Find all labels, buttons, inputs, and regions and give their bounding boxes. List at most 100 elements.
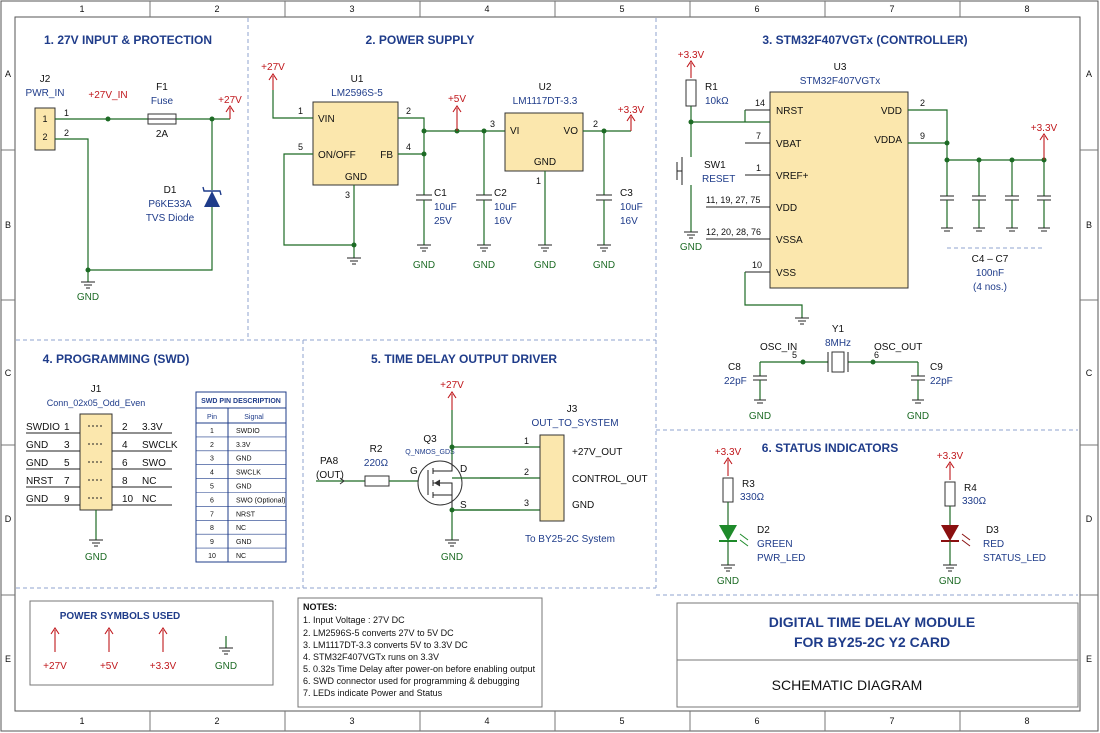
- drawing-frame: [14, 16, 1081, 712]
- section-title-swd: 4. PROGRAMMING (SWD): [43, 352, 190, 366]
- col-label: 4: [484, 4, 489, 14]
- power-symbol-3v3: +3.3V: [678, 50, 705, 78]
- swd-programming-circuit: J1 Conn_02x05_Odd_Even SWDIO 1 GND 3 GND…: [26, 384, 178, 563]
- j2-pin2-num: 2: [42, 132, 47, 142]
- swd-table-pin: 10: [208, 553, 216, 560]
- col-label: 7: [889, 4, 894, 14]
- j3-destination: To BY25-2C System: [525, 534, 615, 545]
- swd-table-pin: 1: [210, 428, 214, 435]
- c8-value: 22pF: [724, 376, 747, 387]
- f1-rating: 2A: [156, 129, 169, 140]
- power-symbol-27v: +27V: [218, 95, 242, 119]
- c9-value: 22pF: [930, 376, 953, 387]
- y1-value: 8MHz: [825, 338, 851, 349]
- note-item: 4. STM32F407VGTx runs on 3.3V: [303, 652, 439, 662]
- row-labels: A B C D E A B C D E: [5, 69, 1093, 664]
- j3-connector: [539, 434, 565, 522]
- rail-27v-label: +27V: [218, 95, 242, 106]
- u2-value: LM1117DT-3.3: [513, 96, 578, 107]
- u3-value: STM32F407VGTx: [800, 76, 881, 87]
- j2-pin1-label: 1: [64, 108, 69, 118]
- col-label: 5: [619, 716, 624, 726]
- u3-pin-name: NRST: [776, 106, 803, 117]
- j3-pin-name: +27V_OUT: [572, 447, 622, 458]
- swd-table-title: SWD PIN DESCRIPTION: [201, 398, 281, 405]
- d1-value: P6KE33A: [148, 199, 192, 210]
- j2-connector: [34, 107, 56, 151]
- j1-left-signal: GND: [26, 494, 48, 505]
- j1-value: Conn_02x05_Odd_Even: [47, 398, 146, 408]
- swd-table-signal: GND: [236, 484, 252, 491]
- col-label: 1: [79, 4, 84, 14]
- swd-table-signal: GND: [236, 539, 252, 546]
- u1-pin2: 2: [406, 106, 411, 116]
- gnd-label: GND: [77, 292, 99, 303]
- col-label: 2: [214, 4, 219, 14]
- swd-table-signal: NRST: [236, 511, 256, 518]
- u3-pin-name: VREF+: [776, 171, 809, 182]
- c8-ref: C8: [728, 362, 741, 373]
- j1-left-signal: NRST: [26, 476, 53, 487]
- title-subtitle: SCHEMATIC DIAGRAM: [772, 677, 923, 693]
- r4-value: 330Ω: [962, 496, 987, 507]
- swd-table-pin: 4: [210, 470, 214, 477]
- j2-value: PWR_IN: [26, 88, 65, 99]
- sw1-ref: SW1: [704, 160, 726, 171]
- title-line-1: DIGITAL TIME DELAY MODULE: [769, 614, 975, 630]
- swd-table-pin: 3: [210, 456, 214, 463]
- j1-ref: J1: [91, 384, 102, 395]
- r2-ref: R2: [370, 444, 383, 455]
- gnd-label: GND: [907, 411, 929, 422]
- note-item: 6. SWD connector used for programming & …: [303, 676, 520, 686]
- j3-value: OUT_TO_SYSTEM: [531, 418, 618, 429]
- u2-vi: VI: [510, 126, 519, 137]
- gnd-label: GND: [939, 576, 961, 587]
- j3-pin-num: 1: [524, 436, 529, 446]
- note-item: 3. LM1117DT-3.3 converts 5V to 3.3V DC: [303, 640, 468, 650]
- r3-ref: R3: [742, 479, 755, 490]
- d3-ref: D3: [986, 525, 999, 536]
- u3-pin-name: VSSA: [776, 235, 803, 246]
- rail-27v-label: +27V: [440, 380, 464, 391]
- y1-pin5: 5: [792, 350, 797, 360]
- col-label: 4: [484, 716, 489, 726]
- title-block: DIGITAL TIME DELAY MODULE FOR BY25-2C Y2…: [676, 602, 1079, 708]
- col-label: 8: [1024, 716, 1029, 726]
- gnd-label: GND: [441, 552, 463, 563]
- red-led-symbol: [941, 525, 971, 547]
- rail-27v-label: +27V: [261, 62, 285, 73]
- swd-table-header: Pin: [207, 414, 217, 421]
- col-label: 8: [1024, 4, 1029, 14]
- green-led-symbol: [719, 525, 749, 547]
- u1-onoff: ON/OFF: [318, 150, 356, 161]
- controller-circuit: +3.3V R1 10kΩ SW1 RESET GND U3 STM32F407…: [676, 50, 1058, 422]
- legend-gnd: GND: [215, 661, 237, 672]
- osc-out-label: OSC_OUT: [874, 342, 922, 353]
- col-label: 1: [79, 716, 84, 726]
- j1-right-pin: 6: [122, 458, 128, 469]
- power-symbol-3v3: +3.3V: [618, 105, 645, 131]
- note-item: 2. LM2596S-5 converts 27V to 5V DC: [303, 628, 454, 638]
- u3-pin-num: 12, 20, 28, 76: [706, 227, 761, 237]
- r4-resistor: [944, 481, 956, 507]
- u2-gnd: GND: [534, 157, 556, 168]
- swd-table-pin: 5: [210, 484, 214, 491]
- osc-in-label: OSC_IN: [760, 342, 797, 353]
- swd-table-pin: 2: [210, 442, 214, 449]
- j3-pin-num: 2: [524, 467, 529, 477]
- u1-value: LM2596S-5: [331, 88, 383, 99]
- pa8-dir: (OUT): [316, 470, 344, 481]
- row-label: C: [1086, 368, 1093, 378]
- r4-ref: R4: [964, 483, 977, 494]
- row-label: D: [5, 514, 12, 524]
- u2-ic: [504, 112, 584, 172]
- j1-right-pin: 10: [122, 494, 134, 505]
- power-symbols-legend: POWER SYMBOLS USED +27V +5V +3.3V GND: [29, 600, 274, 686]
- u3-pin-num: 7: [756, 131, 761, 141]
- q3-source: S: [460, 500, 467, 511]
- swd-table-signal: NC: [236, 525, 246, 532]
- rail-3v3-label: +3.3V: [1031, 123, 1058, 134]
- j1-left-pin: 1: [64, 422, 70, 433]
